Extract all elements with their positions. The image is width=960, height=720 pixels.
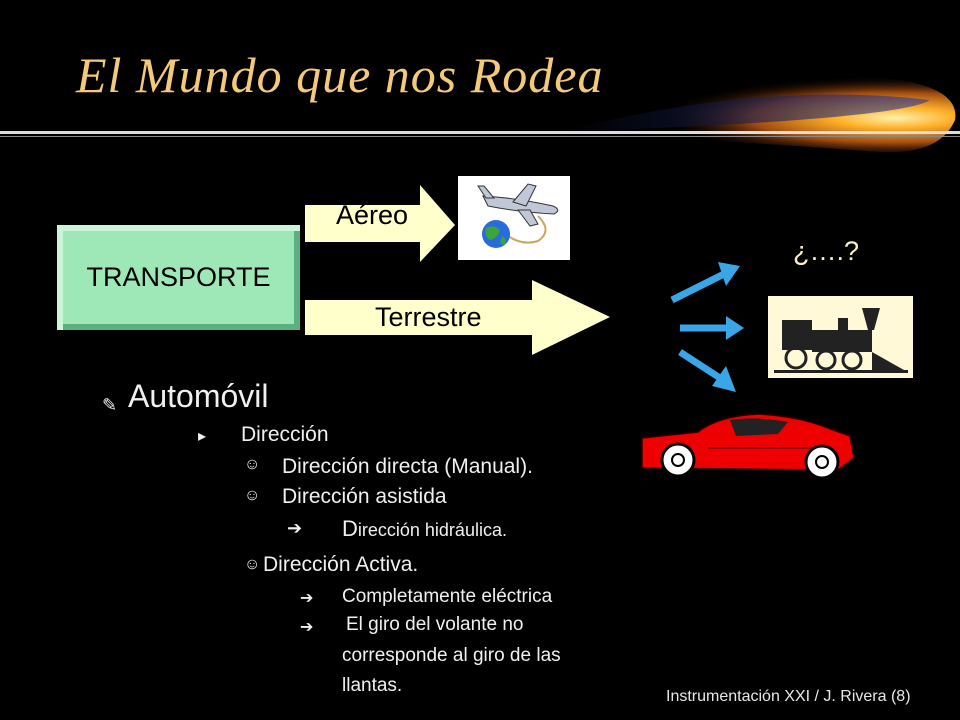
red-car-image	[641, 413, 855, 480]
outline-sub-1: Completamente eléctrica	[342, 586, 553, 607]
outline-hidraulica: Dirección hidráulica.	[342, 516, 507, 542]
blue-arrows	[670, 262, 744, 392]
slide-title: El Mundo que nos Rodea	[76, 47, 604, 103]
blue-arrow-down	[678, 349, 736, 392]
blue-arrow-right	[680, 316, 744, 340]
arrow-bullet-icon: ➔	[287, 518, 303, 538]
transport-label: TRANSPORTE	[86, 262, 271, 292]
transport-box: TRANSPORTE	[57, 225, 300, 330]
outline-level2: Dirección	[241, 423, 329, 446]
hidraulica-cap: D	[342, 516, 358, 541]
diagram-arrows	[305, 185, 610, 355]
aereo-arrow	[305, 185, 455, 262]
arrow-bullet-icon: ➔	[300, 619, 314, 636]
outline-sub-2: El giro del volante no	[346, 614, 524, 635]
outline-sub-4: llantas.	[342, 675, 403, 696]
outline-level1: Automóvil	[128, 378, 269, 414]
blue-arrow-up	[670, 262, 740, 304]
terrestre-arrow	[305, 280, 610, 355]
title-swoosh	[0, 75, 960, 153]
bullet-icon: ▸	[198, 428, 207, 445]
outline-sub-3: corresponde al giro de las	[342, 645, 561, 666]
bullet-icon: ✎	[102, 395, 118, 415]
hidraulica-rest: irección hidráulica.	[357, 520, 507, 540]
outline-item-1: Dirección directa (Manual).	[282, 455, 533, 478]
outline-item-2: Dirección asistida	[282, 485, 447, 508]
terrestre-label: Terrestre	[375, 302, 482, 332]
question-mark-text: ¿….?	[793, 236, 860, 266]
bullet-icon: ☺	[244, 556, 261, 573]
slide-footer: Instrumentación XXI / J. Rivera (8)	[666, 688, 911, 705]
bullet-icon: ☺	[244, 487, 261, 504]
aereo-label: Aéreo	[336, 200, 409, 230]
bullet-icon: ☺	[244, 456, 261, 473]
arrow-bullet-icon: ➔	[300, 590, 314, 607]
train-image	[768, 296, 913, 378]
airplane-globe-image	[458, 176, 570, 260]
outline-activa: Dirección Activa.	[263, 553, 419, 576]
